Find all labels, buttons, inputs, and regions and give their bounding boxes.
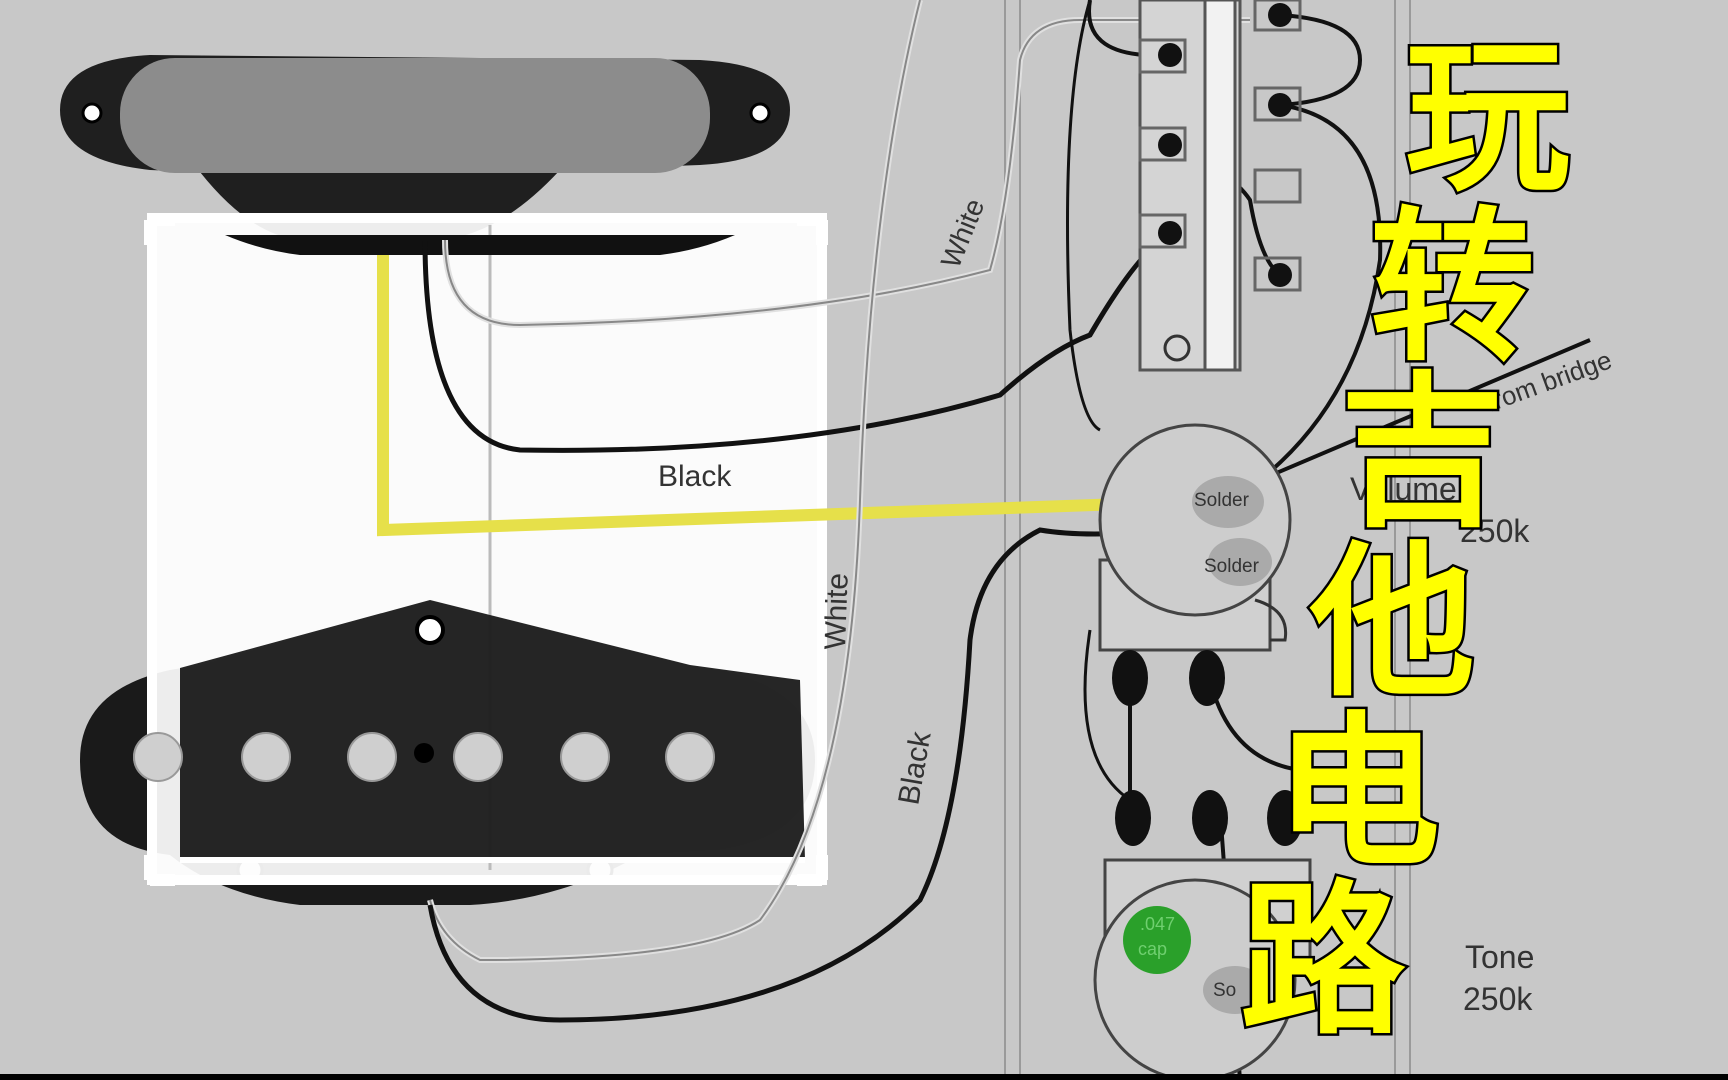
cap-label-line2: cap [1138,939,1167,959]
volume-value: 250k [1460,513,1530,549]
cap-label-line1: .047 [1140,914,1175,934]
selector-switch [1138,0,1302,372]
solder-label-3: So [1213,980,1236,1001]
title-char-1: 玩 [1405,22,1570,214]
volume-label: Volume [1350,471,1457,507]
mount-hole-right [749,102,771,124]
title-char-4: 他 [1309,527,1475,719]
wires [377,0,1591,1080]
control-plate [1004,0,1411,1080]
bridge-black-wire [427,522,1201,1023]
wire-label-white-top: White [935,194,991,272]
tone-pot [1093,790,1312,1080]
neck-black-wire [422,230,1181,453]
wire-label-white-mid: White [819,572,855,650]
title-char-3: 吉 [1340,357,1505,549]
overlay-title: 玩 转 吉 他 电 路 [1238,20,1573,1060]
volume-pot [1098,423,1292,706]
wire-label-black-lower: Black [892,728,937,807]
title-char-2: 转 [1370,192,1535,384]
solder-label-2: Solder [1204,556,1260,577]
title-char-6: 路 [1240,865,1406,1057]
neck-pickup [60,55,790,240]
yellow-wire [377,255,1181,537]
tone-label: Tone [1465,939,1534,975]
mount-hole-left [81,102,103,124]
title-char-5: 电 [1275,697,1440,889]
tone-value: 250k [1463,981,1533,1017]
capacitor [1123,906,1191,974]
wire-label-black-mid: Black [658,460,732,493]
solder-label-1: Solder [1194,490,1250,511]
